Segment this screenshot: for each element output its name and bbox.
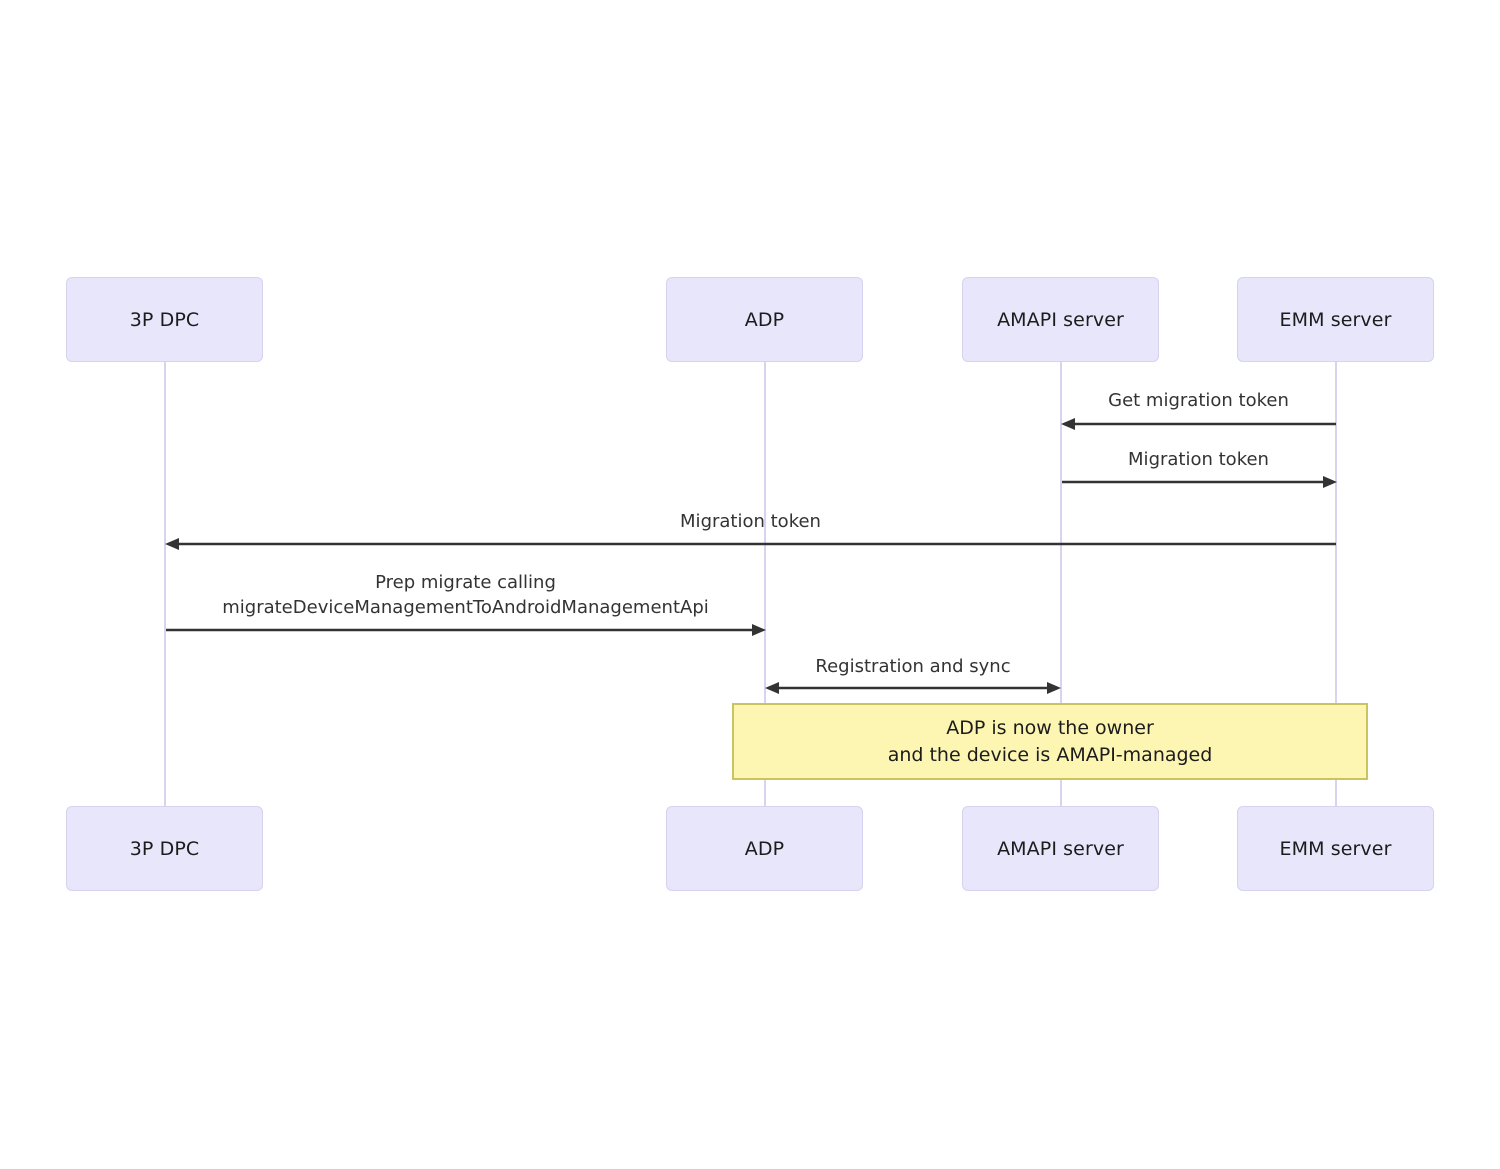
- participant-box-bottom-adp[interactable]: ADP: [666, 806, 863, 891]
- message-arrow-registration-and-sync: [765, 682, 1061, 694]
- message-arrow-get-migration-token: [1061, 418, 1336, 430]
- participant-box-bottom-emm-server[interactable]: EMM server: [1237, 806, 1434, 891]
- participant-label-top-emm-server: EMM server: [1279, 308, 1392, 331]
- message-arrow-prep-migrate: [166, 624, 766, 636]
- participant-label-top-3p-dpc: 3P DPC: [129, 308, 200, 331]
- message-text-line-2: migrateDeviceManagementToAndroidManageme…: [222, 596, 709, 618]
- message-text-line: Migration token: [680, 511, 821, 532]
- message-label-get-migration-token: Get migration token: [1061, 389, 1336, 414]
- message-label-registration-and-sync: Registration and sync: [765, 655, 1061, 680]
- note-adp-owner: ADP is now the owner and the device is A…: [732, 703, 1368, 780]
- note-text-line-2: and the device is AMAPI-managed: [887, 743, 1213, 766]
- participant-label-top-amapi-server: AMAPI server: [997, 308, 1124, 331]
- message-label-prep-migrate: Prep migrate calling migrateDeviceManage…: [165, 571, 766, 621]
- participant-label-bottom-adp: ADP: [744, 837, 785, 860]
- participant-box-top-amapi-server[interactable]: AMAPI server: [962, 277, 1159, 362]
- message-text-line: Registration and sync: [815, 656, 1011, 677]
- note-text-line-1: ADP is now the owner: [946, 716, 1154, 739]
- participant-label-bottom-amapi-server: AMAPI server: [997, 837, 1124, 860]
- lifeline-emm-server: [1335, 362, 1337, 808]
- lifeline-amapi-server: [1060, 362, 1062, 808]
- message-arrow-migration-token-emm-dpc: [165, 538, 1336, 550]
- lifeline-adp: [764, 362, 766, 808]
- message-label-migration-token-emm-dpc: Migration token: [165, 510, 1336, 535]
- participant-box-bottom-3p-dpc[interactable]: 3P DPC: [66, 806, 263, 891]
- participant-box-top-adp[interactable]: ADP: [666, 277, 863, 362]
- message-arrow-migration-token-amapi-emm: [1062, 476, 1337, 488]
- message-text-line: Migration token: [1128, 449, 1269, 470]
- participant-box-top-emm-server[interactable]: EMM server: [1237, 277, 1434, 362]
- lifeline-3p-dpc: [164, 362, 166, 808]
- participant-label-bottom-emm-server: EMM server: [1279, 837, 1392, 860]
- message-text-line: Get migration token: [1108, 390, 1289, 411]
- participant-label-top-adp: ADP: [744, 308, 785, 331]
- message-label-migration-token-amapi-emm: Migration token: [1061, 448, 1336, 473]
- participant-box-top-3p-dpc[interactable]: 3P DPC: [66, 277, 263, 362]
- message-text-line-1: Prep migrate calling: [375, 572, 556, 593]
- participant-label-bottom-3p-dpc: 3P DPC: [129, 837, 200, 860]
- participant-box-bottom-amapi-server[interactable]: AMAPI server: [962, 806, 1159, 891]
